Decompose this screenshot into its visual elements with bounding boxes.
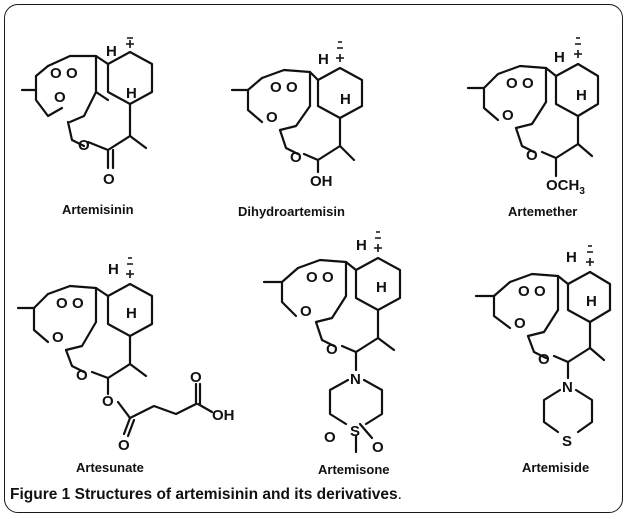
atom-o: O: [266, 109, 278, 126]
compound-name: Artemisone: [318, 462, 390, 477]
compound-dihydroartemisinin: O O O O OH H H Dihydroartemisin: [230, 41, 364, 219]
compound-name: Artemisinin: [62, 202, 134, 217]
compound-artemether: O O O O OCH3 H H Artemether: [466, 37, 600, 219]
atom-h: H: [376, 279, 387, 296]
atom-o: O: [56, 295, 68, 312]
atom-o: O: [526, 147, 538, 164]
atom-o: O: [102, 393, 114, 410]
atom-o: O: [54, 89, 66, 106]
atom-o: O: [514, 315, 526, 332]
atom-o: O: [372, 439, 384, 456]
atom-o: O: [306, 269, 318, 286]
atom-n: N: [350, 371, 361, 388]
atom-och3: OCH3: [546, 177, 585, 197]
atom-o: O: [534, 283, 546, 300]
compound-name: Artemether: [508, 204, 577, 219]
atom-o: O: [538, 351, 550, 368]
atom-o: O: [290, 149, 302, 166]
atom-h: H: [126, 305, 137, 322]
figure-number: Figure 1: [10, 486, 71, 503]
atom-h: H: [566, 249, 577, 266]
compound-artemiside: O O O O N S H H Artemiside: [474, 245, 612, 475]
atom-oh: OH: [310, 173, 333, 190]
atom-o: O: [286, 79, 298, 96]
atom-h: H: [586, 293, 597, 310]
atom-o: O: [52, 329, 64, 346]
compound-artemisinin: O O O O O H H Artemisinin: [20, 37, 154, 217]
atom-o: O: [78, 137, 90, 154]
compound-name: Artesunate: [76, 460, 144, 475]
atom-h: H: [576, 87, 587, 104]
atom-n: N: [562, 379, 573, 396]
atom-o: O: [324, 429, 336, 446]
atom-h: H: [340, 91, 351, 108]
figure-caption-text: Structures of artemisinin and its deriva…: [74, 486, 398, 503]
figure-caption-end: .: [397, 486, 402, 503]
compound-artesunate: O O O O O O O OH H H Artesunate: [16, 257, 235, 475]
atom-o: O: [518, 283, 530, 300]
atom-h: H: [126, 85, 137, 102]
atom-h: H: [106, 43, 117, 60]
atom-o: O: [190, 369, 202, 386]
atom-h: H: [554, 49, 565, 66]
atom-o: O: [72, 295, 84, 312]
atom-o: O: [76, 367, 88, 384]
atom-o: O: [502, 107, 514, 124]
atom-o: O: [326, 341, 338, 358]
atom-o: O: [66, 65, 78, 82]
figure-caption: Figure 1 Structures of artemisinin and i…: [10, 486, 402, 504]
compound-name: Artemiside: [522, 460, 589, 475]
atom-s: S: [562, 433, 572, 450]
atom-o: O: [506, 75, 518, 92]
atom-h: H: [108, 261, 119, 278]
atom-h: H: [318, 51, 329, 68]
compound-name: Dihydroartemisin: [238, 204, 345, 219]
atom-o: O: [270, 79, 282, 96]
atom-oh: OH: [212, 407, 235, 424]
atom-h: H: [356, 237, 367, 254]
atom-o: O: [103, 171, 115, 188]
compound-artemisone: O O O O N S O O H H Artemisone: [262, 231, 402, 477]
atom-o: O: [522, 75, 534, 92]
atom-s: S: [350, 423, 360, 440]
atom-o: O: [300, 303, 312, 320]
atom-o: O: [50, 65, 62, 82]
atom-o: O: [322, 269, 334, 286]
atom-o: O: [118, 437, 130, 454]
